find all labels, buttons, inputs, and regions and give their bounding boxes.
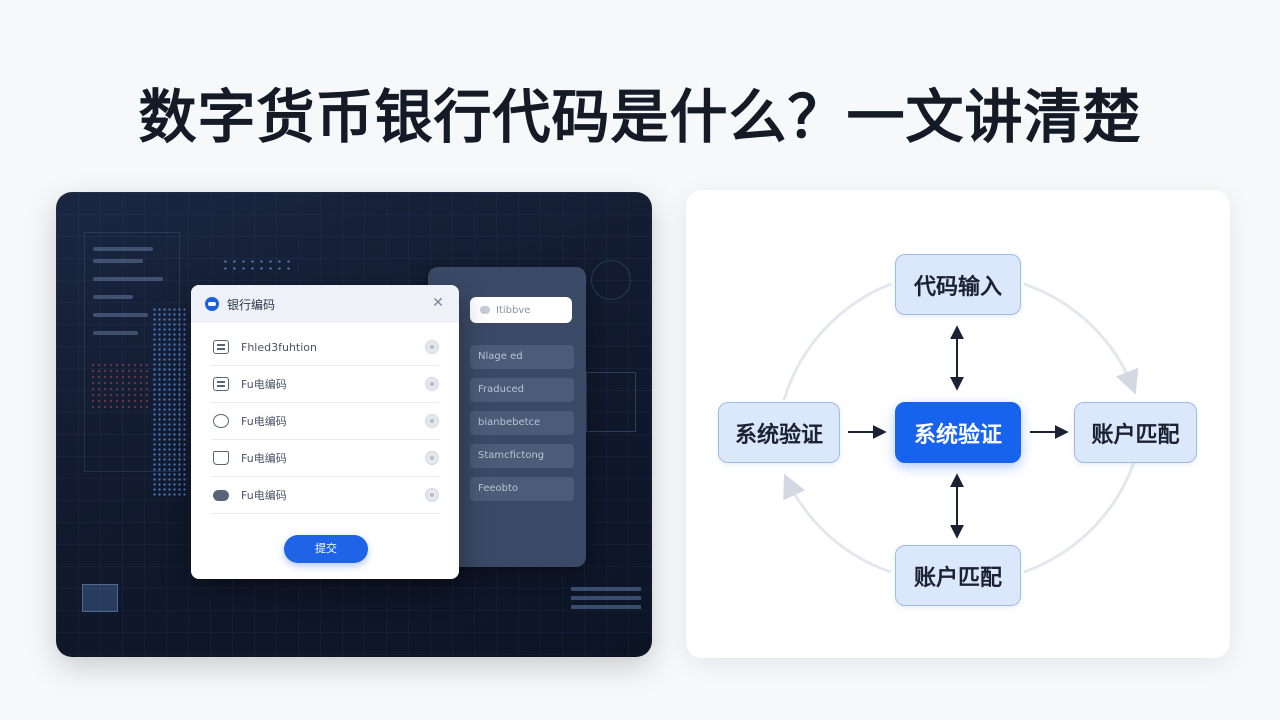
side-search-placeholder: Itibbve bbox=[496, 304, 531, 316]
ring-arc-top-left bbox=[782, 282, 892, 401]
side-search-input[interactable]: Itibbve bbox=[470, 297, 572, 323]
close-icon[interactable]: ✕ bbox=[432, 295, 444, 311]
dialog-list-item[interactable]: Fhled3fuhtion bbox=[211, 329, 439, 366]
phone-icon bbox=[213, 414, 229, 428]
ring-arc-top-right bbox=[1023, 282, 1139, 395]
side-list-item[interactable]: Fraduced bbox=[470, 378, 574, 402]
decorative-frame bbox=[586, 372, 636, 432]
dialog-header: 银行编码 ✕ bbox=[191, 285, 459, 323]
decorative-circle bbox=[591, 260, 631, 300]
radio-button[interactable] bbox=[425, 377, 439, 391]
dialog-list-item[interactable]: Fu电编码 bbox=[211, 403, 439, 440]
submit-button[interactable]: 提交 bbox=[284, 535, 368, 563]
list-item-label: Fu电编码 bbox=[241, 489, 287, 502]
radio-button[interactable] bbox=[425, 488, 439, 502]
document-icon bbox=[213, 340, 229, 354]
dialog-list-item[interactable]: Fu电编码 bbox=[211, 366, 439, 403]
node-system-verify-left: 系统验证 bbox=[718, 402, 840, 463]
radio-button[interactable] bbox=[425, 340, 439, 354]
bag-icon bbox=[213, 451, 229, 465]
list-icon bbox=[213, 377, 229, 391]
decorative-box bbox=[82, 584, 118, 612]
list-item-label: Fu电编码 bbox=[241, 452, 287, 465]
dialog-list-item[interactable]: Fu电编码 bbox=[211, 477, 439, 514]
search-icon bbox=[480, 306, 490, 314]
side-list-item[interactable]: Stamcfictong bbox=[470, 444, 574, 468]
dialog-list-item[interactable]: Fu电编码 bbox=[211, 440, 439, 477]
dot-matrix-decoration bbox=[152, 307, 188, 497]
ring-arc-bottom-right bbox=[1023, 461, 1136, 574]
radio-button[interactable] bbox=[425, 451, 439, 465]
list-item-label: Fu电编码 bbox=[241, 415, 287, 428]
node-code-input: 代码输入 bbox=[895, 254, 1021, 315]
side-list-item[interactable]: Nlage ed bbox=[470, 345, 574, 369]
side-list-item[interactable]: Feeobto bbox=[470, 477, 574, 501]
ring-arc-bottom-left bbox=[783, 473, 892, 574]
bank-code-dialog: 银行编码 ✕ Fhled3fuhtion Fu电编码 Fu电编码 Fu电编码 F… bbox=[191, 285, 459, 579]
node-account-match-right: 账户匹配 bbox=[1074, 402, 1197, 463]
app-mockup-panel: Itibbve Nlage ed Fraduced bianbebetce St… bbox=[56, 192, 652, 657]
dialog-title: 银行编码 bbox=[227, 297, 276, 312]
bank-logo-icon bbox=[205, 297, 219, 311]
flow-diagram-panel: 代码输入 系统验证 系统验证 账户匹配 账户匹配 bbox=[686, 190, 1230, 658]
side-list-item[interactable]: bianbebetce bbox=[470, 411, 574, 435]
dot-matrix-decoration-red bbox=[90, 362, 150, 412]
radio-button[interactable] bbox=[425, 414, 439, 428]
diagram-connectors bbox=[782, 282, 1139, 574]
node-system-verify-center: 系统验证 bbox=[895, 402, 1021, 463]
dot-row-decoration bbox=[221, 258, 291, 272]
cloud-icon bbox=[213, 489, 229, 501]
node-account-match-bottom: 账户匹配 bbox=[895, 545, 1021, 606]
page-title: 数字货币银行代码是什么？一文讲清楚 bbox=[138, 83, 1142, 151]
list-item-label: Fhled3fuhtion bbox=[241, 340, 317, 354]
list-item-label: Fu电编码 bbox=[241, 378, 287, 391]
decorative-bars bbox=[571, 587, 641, 611]
